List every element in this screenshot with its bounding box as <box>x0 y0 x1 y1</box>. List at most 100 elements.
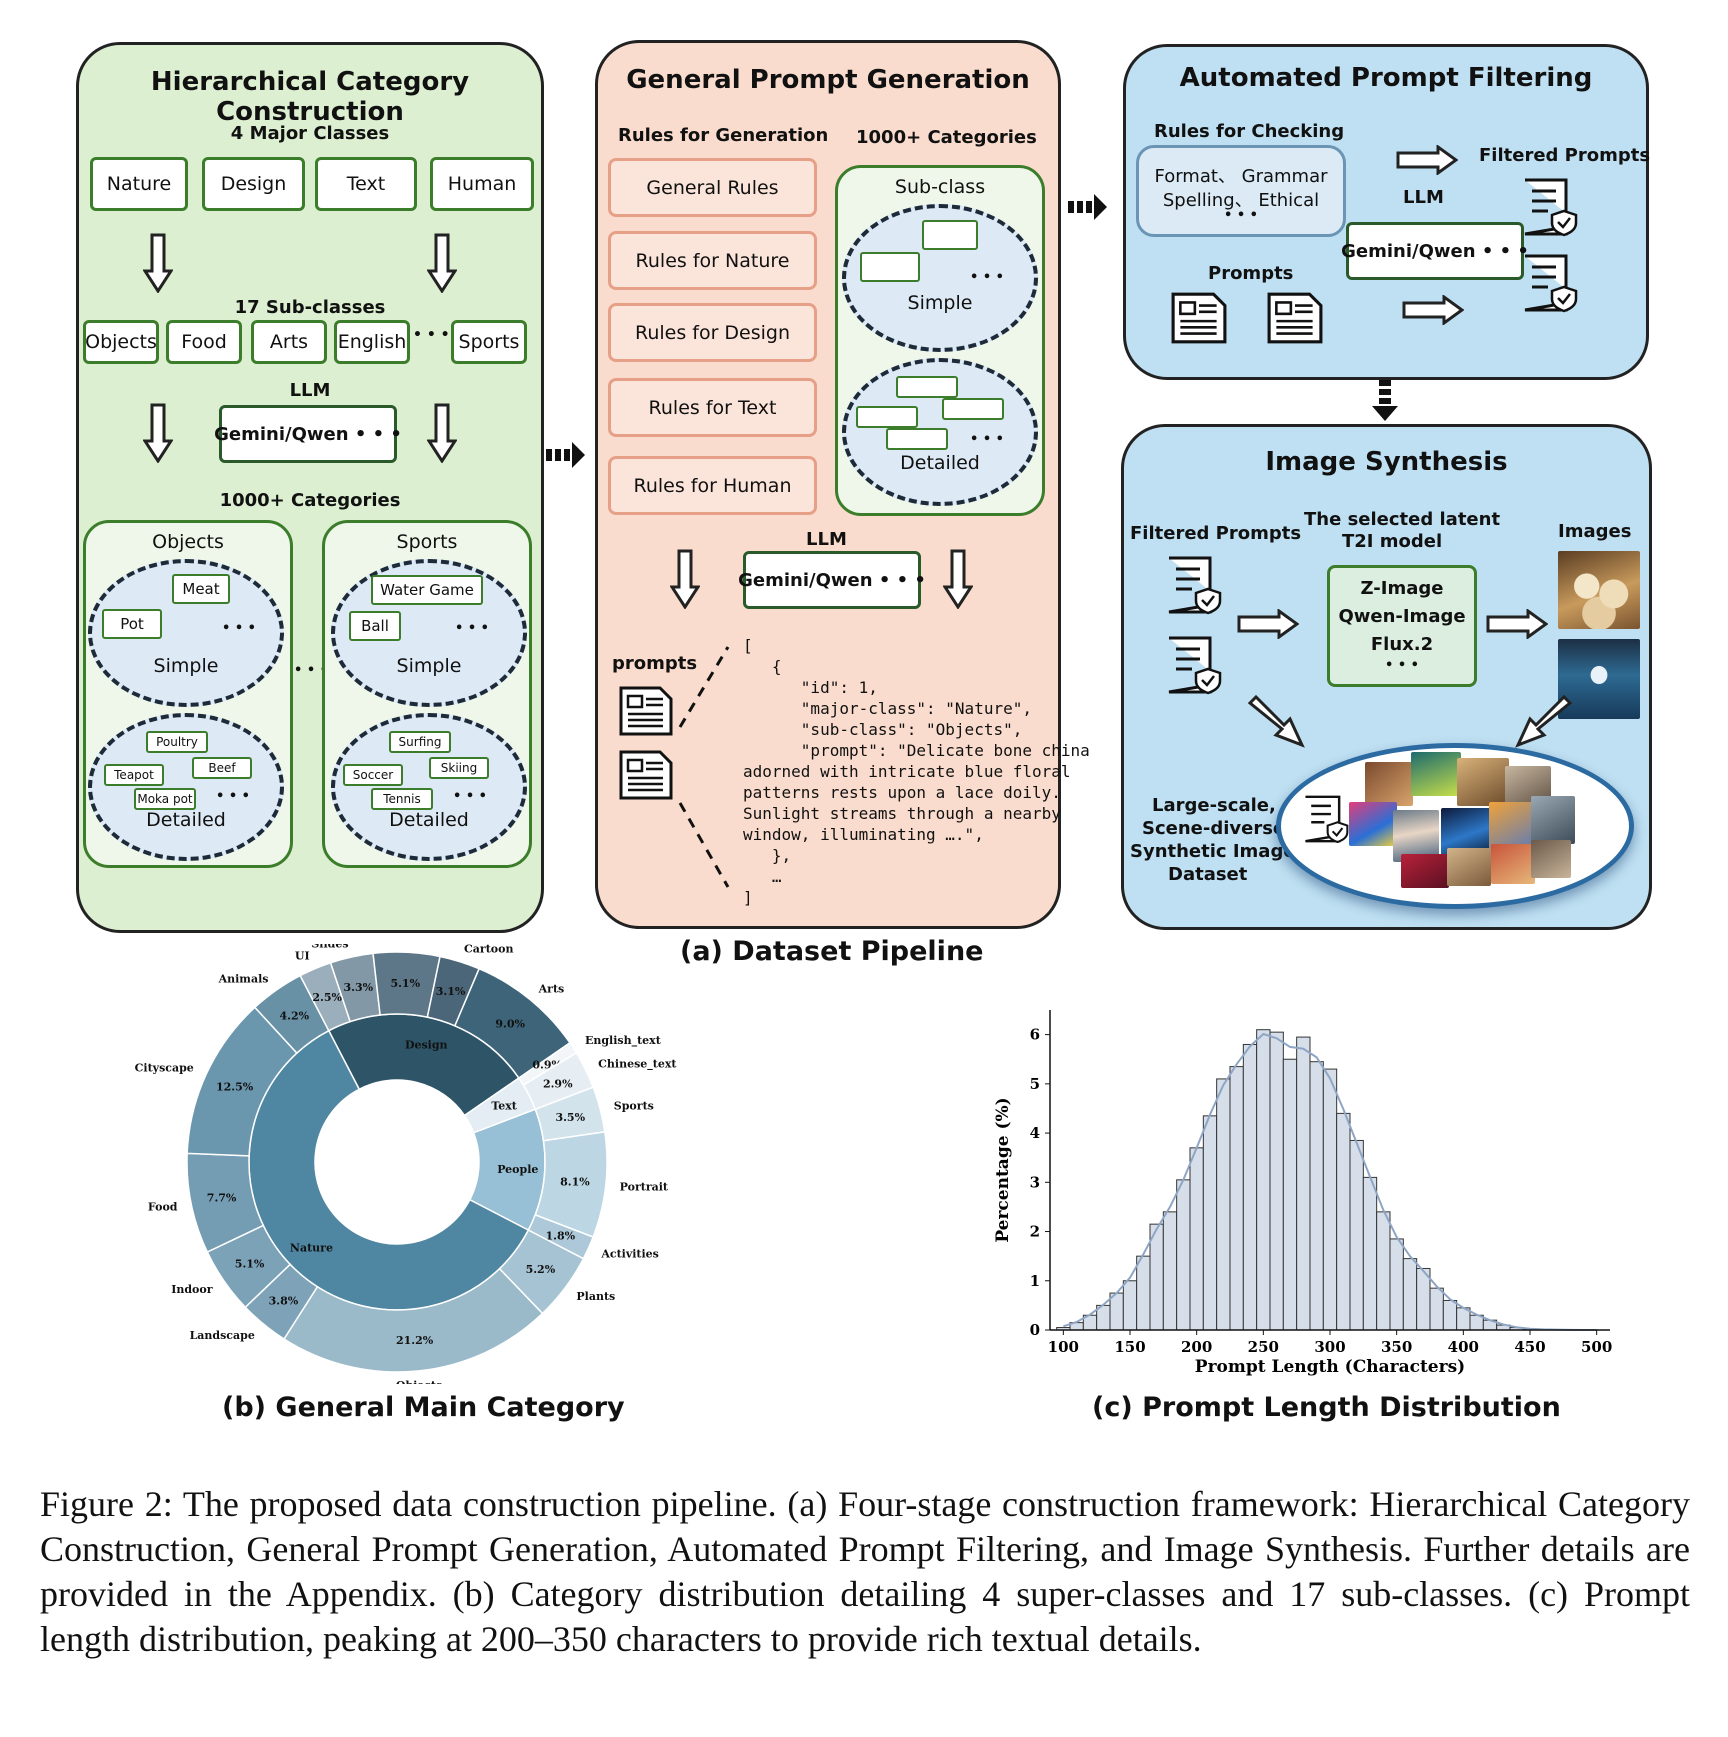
right-arrow-icon <box>1402 295 1464 325</box>
y-tick-label: 6 <box>1030 1026 1040 1044</box>
histogram-bar <box>1376 1211 1391 1331</box>
outer-label: Chinese_text <box>598 1057 677 1071</box>
x-tick-label: 350 <box>1381 1338 1412 1356</box>
histogram-bar <box>1402 1258 1418 1331</box>
dataset-label-2: Scene-diverse <box>1142 818 1286 839</box>
sports-title: Sports <box>396 531 458 553</box>
tag-soccer: Soccer <box>343 764 403 786</box>
verified-document-icon <box>1524 178 1578 237</box>
prompts-label: prompts <box>612 653 698 674</box>
x-tick-label: 500 <box>1581 1338 1612 1356</box>
filter-llm-label: LLM <box>1403 187 1444 208</box>
document-icon <box>1267 292 1323 344</box>
generation-panel: General Prompt Generation Rules for Gene… <box>595 40 1090 929</box>
objects-title: Objects <box>152 531 224 553</box>
dataset-thumbnail <box>1531 840 1571 878</box>
tag-blank <box>886 428 948 450</box>
document-icon <box>1171 292 1227 344</box>
outer-label: Animals <box>218 973 269 986</box>
right-arrow-icon <box>546 442 585 468</box>
outer-label: Indoor <box>171 1283 213 1296</box>
outer-label: Slides <box>311 944 348 950</box>
filtered-prompts-label: Filtered Prompts <box>1479 145 1651 166</box>
histogram-bar <box>1109 1292 1124 1331</box>
json-example: [ { "id": 1, "major-class": "Nature", "s… <box>743 636 1090 907</box>
objects-subpanel: Objects Meat Pot • • • Simple Poultry Be… <box>83 520 293 868</box>
llm-box: Gemini/Qwen • • • <box>214 405 402 463</box>
outer-label: Objects <box>396 1379 442 1384</box>
y-tick-label: 4 <box>1030 1124 1040 1142</box>
x-tick-label: 450 <box>1514 1338 1545 1356</box>
simple-label: Simple <box>396 655 462 677</box>
major-design: Design <box>202 157 305 211</box>
rule-human: Rules for Human <box>608 456 817 515</box>
tag-teapot: Teapot <box>104 764 164 786</box>
simple-label: Simple <box>153 655 219 677</box>
histogram-bar <box>1189 1147 1204 1331</box>
model-label-1: The selected latent <box>1304 509 1501 530</box>
histogram-bar <box>1122 1280 1138 1331</box>
detailed-ellipse: • • • Detailed <box>842 358 1038 506</box>
outer-label: Activities <box>600 1248 659 1261</box>
detailed-label: Detailed <box>146 809 226 831</box>
outer-percent: 3.5% <box>555 1111 585 1124</box>
down-arrow-icon <box>427 403 457 463</box>
diagonal-arrow-icon <box>1247 695 1305 748</box>
ellipsis: • • • <box>1224 208 1258 223</box>
outer-label: UI <box>295 950 310 963</box>
right-arrow-icon <box>1396 145 1458 175</box>
simple-ellipse: Meat Pot • • • Simple <box>88 559 284 707</box>
model-label-2: T2I model <box>1342 531 1443 552</box>
dataset-thumbnail <box>1491 844 1535 884</box>
dataset-thumbnail <box>1457 758 1509 806</box>
detailed-ellipse: Poultry Beef Teapot Moka pot • • • Detai… <box>88 713 284 861</box>
tag-moka-pot: Moka pot <box>134 788 196 810</box>
figure-caption: Figure 2: The proposed data construction… <box>40 1484 1690 1659</box>
inner-label: People <box>497 1163 538 1176</box>
histogram-bar <box>1322 1068 1338 1331</box>
outer-percent: 9.0% <box>495 1017 525 1030</box>
major-text: Text <box>315 157 417 211</box>
histogram-bar <box>1282 1058 1298 1331</box>
filter-llm-box: Gemini/Qwen • • • <box>1341 222 1529 280</box>
tag-blank <box>922 220 978 250</box>
outer-percent: 4.2% <box>279 1009 309 1022</box>
histogram-bar <box>1389 1238 1404 1331</box>
x-tick-label: 200 <box>1181 1338 1212 1356</box>
rule-nature: Rules for Nature <box>608 231 817 290</box>
gen-llm-label: LLM <box>806 529 847 550</box>
gen-llm-box: Gemini/Qwen • • • <box>738 551 926 609</box>
outer-percent: 3.8% <box>269 1294 299 1307</box>
outer-label: Landscape <box>190 1329 255 1342</box>
outer-percent: 5.1% <box>235 1258 265 1271</box>
diagonal-arrow-icon <box>1515 695 1573 748</box>
right-arrow-icon <box>1486 609 1548 639</box>
sub-food: Food <box>166 320 242 364</box>
histogram-bar <box>1242 1043 1258 1331</box>
simple-label: Simple <box>907 292 973 314</box>
panel-b-caption: (b) General Main Category <box>222 1392 625 1423</box>
y-tick-label: 5 <box>1030 1075 1040 1093</box>
tag-blank <box>856 406 918 428</box>
subclass-panel: Sub-class • • • Simple • • • Detailed <box>835 165 1045 516</box>
dataset-thumbnail <box>1531 796 1575 844</box>
down-arrow-icon <box>143 233 173 293</box>
outer-label: Food <box>148 1201 178 1214</box>
outer-label: Portrait <box>620 1181 669 1194</box>
synthesis-title: Image Synthesis <box>1265 447 1508 477</box>
outer-label: Cityscape <box>135 1062 194 1075</box>
x-tick-label: 250 <box>1248 1338 1279 1356</box>
rule-text: Rules for Text <box>608 378 817 437</box>
sports-subpanel: Sports Water Game Ball • • • Simple Surf… <box>322 520 532 868</box>
outer-percent: 3.3% <box>343 981 373 994</box>
histogram-bar <box>1202 1115 1218 1331</box>
sub-arts: Arts <box>251 320 327 364</box>
llm-label: LLM <box>289 380 331 401</box>
tag-meat: Meat <box>172 574 230 604</box>
filtering-panel: Automated Prompt Filtering Rules for Che… <box>1123 44 1651 380</box>
dataset-thumbnail <box>1447 848 1491 886</box>
verified-document-icon <box>1305 795 1349 844</box>
down-arrow-icon <box>427 233 457 293</box>
rules-line-1: Format、 Grammar <box>1154 166 1328 187</box>
rules-generation-label: Rules for Generation <box>618 125 829 146</box>
